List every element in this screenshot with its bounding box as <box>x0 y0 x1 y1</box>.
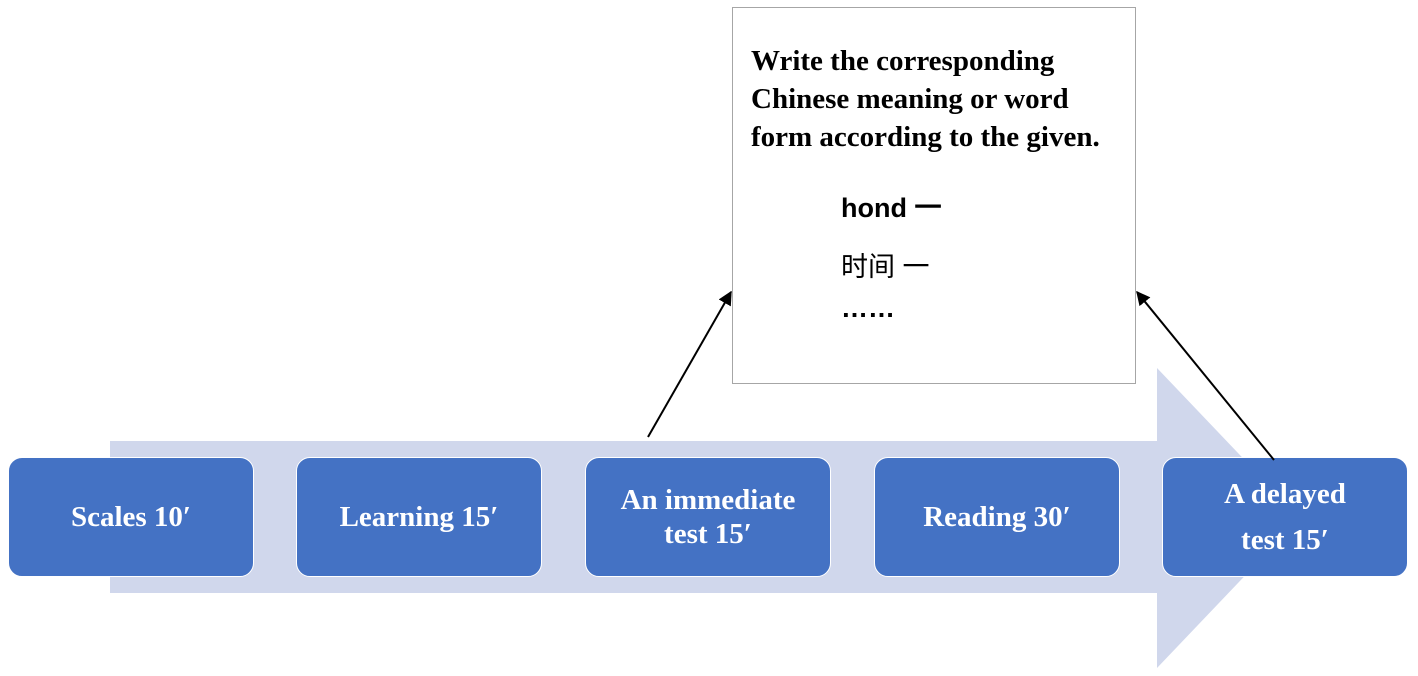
step-learning: Learning 15′ <box>296 457 542 577</box>
test-example-ellipsis: …… <box>841 293 895 323</box>
test-instruction: Write the corresponding Chinese meaning … <box>751 45 1100 153</box>
step-label: A delayed test 15′ <box>1224 478 1346 556</box>
step-label: An immediate test 15′ <box>620 484 796 550</box>
step-label: Learning 15′ <box>339 501 499 533</box>
test-description-box: Write the corresponding Chinese meaning … <box>732 7 1136 384</box>
step-label: Reading 30′ <box>923 501 1071 533</box>
test-example-item: hond 一 <box>841 193 942 223</box>
step-immediate-test: An immediate test 15′ <box>585 457 831 577</box>
test-example-item: 时间 一 <box>841 252 930 282</box>
step-reading: Reading 30′ <box>874 457 1120 577</box>
step-delayed-test: A delayed test 15′ <box>1162 457 1408 577</box>
step-label: Scales 10′ <box>70 501 192 533</box>
step-scales: Scales 10′ <box>8 457 254 577</box>
